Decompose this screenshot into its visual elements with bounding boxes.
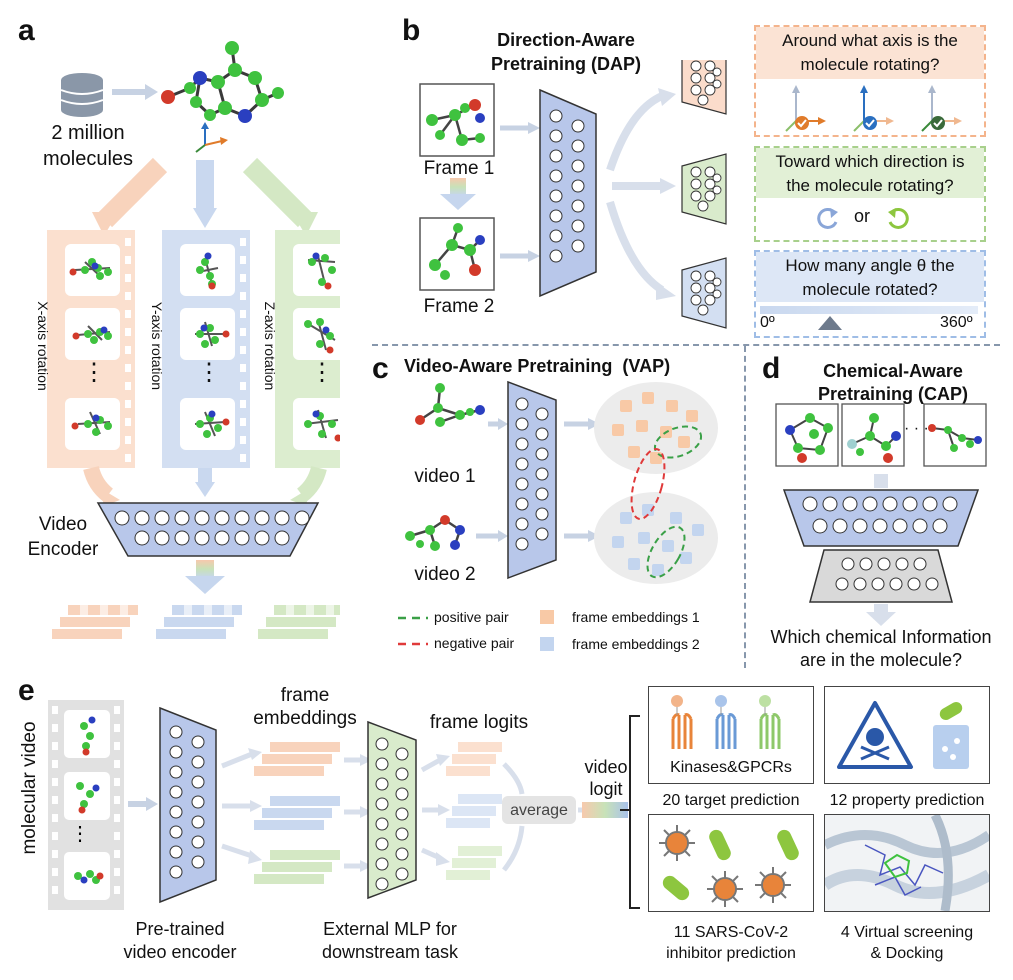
gpcr-icon: [671, 695, 781, 749]
ellipsis-x: ⋮: [82, 359, 106, 386]
svg-text:⋮: ⋮: [70, 823, 90, 845]
angle-pointer-icon: [818, 316, 842, 330]
panel-c-graphics: [398, 380, 718, 651]
question-angle-box: How many angle θ the molecule rotated? 0…: [754, 250, 986, 338]
legend-emb2: frame embeddings 2: [572, 636, 700, 652]
cap-dots: · · ·: [904, 420, 929, 437]
vap-title: Video-Aware Pretraining (VAP): [404, 356, 671, 376]
separator-vertical: [744, 346, 746, 668]
task-box-sars: [648, 814, 814, 912]
axes-icon: [195, 122, 228, 153]
database-icon: [60, 73, 104, 117]
film-label-x: X-axis rotation: [35, 301, 51, 391]
question-axis-box: Around what axis is the molecule rotatin…: [754, 25, 986, 137]
frame1-label: Frame 1: [423, 158, 495, 179]
video1-label: video 1: [414, 466, 476, 487]
task-box-docking: [824, 814, 990, 912]
question-direction-box: Toward which direction is the molecule r…: [754, 146, 986, 242]
question-angle-text: How many angle θ the molecule rotated?: [756, 252, 984, 302]
legend-positive: positive pair: [434, 609, 509, 625]
embedding-bars-a: [52, 605, 340, 639]
axis-choice-icons: [785, 85, 962, 132]
video2-label: video 2: [414, 564, 476, 585]
film-label-z: Z-axis rotation: [262, 301, 278, 391]
docking-image: [825, 815, 989, 911]
kinases-label: Kinases&GPCRs: [670, 759, 792, 776]
angle-scale-bar: [760, 306, 978, 314]
panel-d-graphics: [775, 403, 987, 626]
task-label-target: 20 target prediction: [662, 792, 800, 809]
encoder-caption: Pre-trained video encoder: [123, 919, 237, 962]
question-axis-text: Around what axis is the molecule rotatin…: [756, 27, 984, 79]
rotate-cw-icon: [888, 207, 909, 229]
mlp-caption: External MLP for downstream task: [321, 919, 459, 962]
rotation-or-text: or: [854, 206, 871, 226]
panel-label-a: a: [18, 14, 35, 47]
rotate-ccw-icon: [817, 207, 838, 229]
task-label-property: 12 property prediction: [829, 792, 985, 809]
cap-title: Chemical-Aware Pretraining (CAP): [817, 361, 968, 404]
dap-title: Direction-Aware Pretraining (DAP): [490, 30, 641, 74]
dataset-label: 2 million molecules: [42, 122, 134, 170]
frame-embeddings-label: frame embeddings: [253, 685, 357, 729]
virus-icon: [659, 825, 799, 907]
panel-label-b: b: [402, 14, 421, 47]
average-label: average: [510, 802, 568, 819]
task-box-property: [824, 686, 990, 784]
panel-label-c: c: [372, 352, 389, 385]
frame-logits-label: frame logits: [429, 712, 529, 733]
cap-question: Which chemical Information are in the mo…: [770, 627, 992, 670]
mini-molecules: [69, 252, 340, 442]
frame2-label: Frame 2: [423, 296, 495, 317]
panel-a-graphics: [47, 41, 340, 639]
angle-max-label: 360º: [940, 314, 973, 331]
panel-b-graphics: [419, 60, 727, 329]
film-label-y: Y-axis rotation: [149, 301, 165, 391]
video-encoder: [96, 502, 320, 557]
panel-label-d: d: [762, 352, 781, 385]
question-direction-text: Toward which direction is the molecule r…: [756, 148, 984, 198]
angle-min-label: 0º: [760, 314, 775, 331]
panel-label-e: e: [18, 674, 35, 707]
legend-negative: negative pair: [434, 635, 515, 651]
toxicity-icon: [837, 701, 969, 769]
task-box-kinases: Kinases&GPCRs: [648, 686, 814, 784]
molecule-atoms: [161, 41, 284, 123]
task-label-docking: 4 Virtual screening & Docking: [840, 924, 974, 962]
legend-emb1: frame embeddings 1: [572, 609, 700, 625]
video-logit-label: video logit: [584, 757, 628, 799]
panel-e-graphics: ⋮: [48, 700, 640, 910]
encoder-label: Video Encoder: [27, 514, 99, 560]
task-label-sars: 11 SARS-CoV-2 inhibitor prediction: [666, 924, 796, 962]
ellipsis-z: ⋮: [310, 359, 334, 386]
ellipsis-y: ⋮: [197, 359, 221, 386]
separator-horizontal: [372, 344, 1000, 346]
